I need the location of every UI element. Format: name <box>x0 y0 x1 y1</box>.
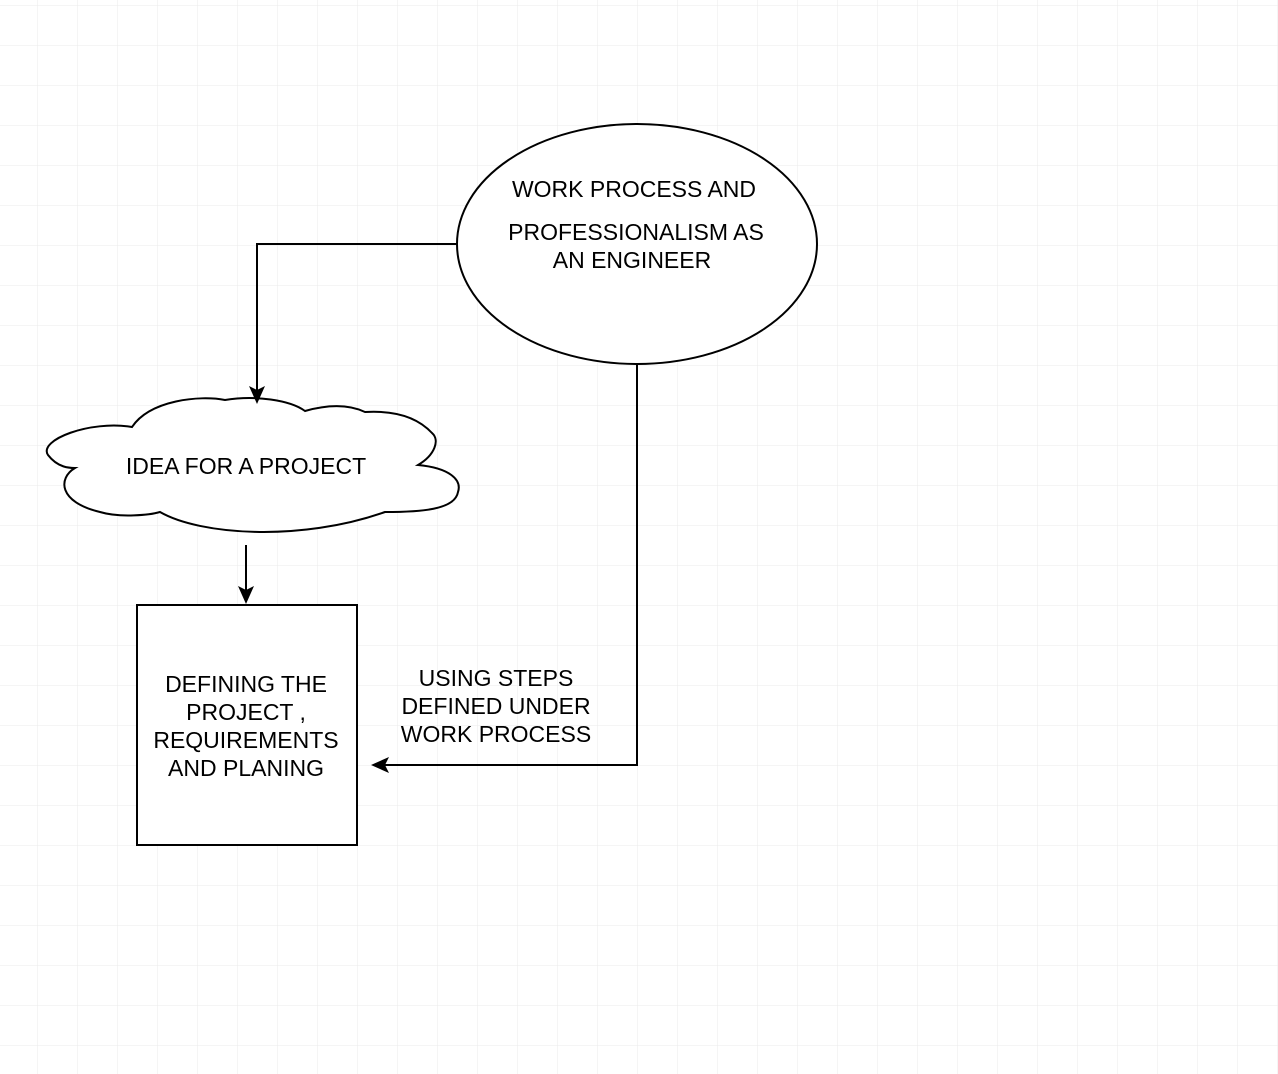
defining-project-label-line-2: PROJECT , <box>186 699 306 725</box>
defining-project-label-line-4: AND PLANING <box>168 755 324 781</box>
edge-ellipse-to-cloud[interactable] <box>249 243 457 404</box>
edge-ellipse-to-box-line <box>385 364 638 766</box>
idea-cloud-shape <box>45 397 460 533</box>
work-process-label-line-2: PROFESSIONALISM AS <box>508 219 764 245</box>
idea-label: IDEA FOR A PROJECT <box>126 453 366 479</box>
edge-ellipse-to-cloud-line <box>256 243 457 390</box>
edge-label-line-1: USING STEPS <box>419 665 574 691</box>
work-process-node[interactable]: WORK PROCESS AND PROFESSIONALISM AS AN E… <box>456 123 818 365</box>
edge-cloud-to-box-arrowhead <box>238 586 254 604</box>
defining-project-node[interactable]: DEFINING THE PROJECT , REQUIREMENTS AND … <box>136 604 358 846</box>
defining-project-box <box>136 604 358 846</box>
idea-node[interactable]: IDEA FOR A PROJECT <box>45 397 460 533</box>
edge-label-line-2: DEFINED UNDER <box>401 693 590 719</box>
edge-ellipse-to-cloud-arrowhead <box>249 386 265 404</box>
edge-label[interactable]: USING STEPS DEFINED UNDER WORK PROCESS <box>401 665 591 747</box>
defining-project-label-line-3: REQUIREMENTS <box>153 727 338 753</box>
work-process-label-line-3: AN ENGINEER <box>553 247 711 273</box>
edge-cloud-to-box[interactable] <box>238 545 254 604</box>
edge-ellipse-to-box-arrowhead <box>371 757 389 773</box>
defining-project-label-line-1: DEFINING THE <box>165 671 327 697</box>
work-process-label-line-1: WORK PROCESS AND <box>512 176 756 202</box>
edge-label-line-3: WORK PROCESS <box>401 721 591 747</box>
edge-ellipse-to-box[interactable] <box>371 364 638 773</box>
